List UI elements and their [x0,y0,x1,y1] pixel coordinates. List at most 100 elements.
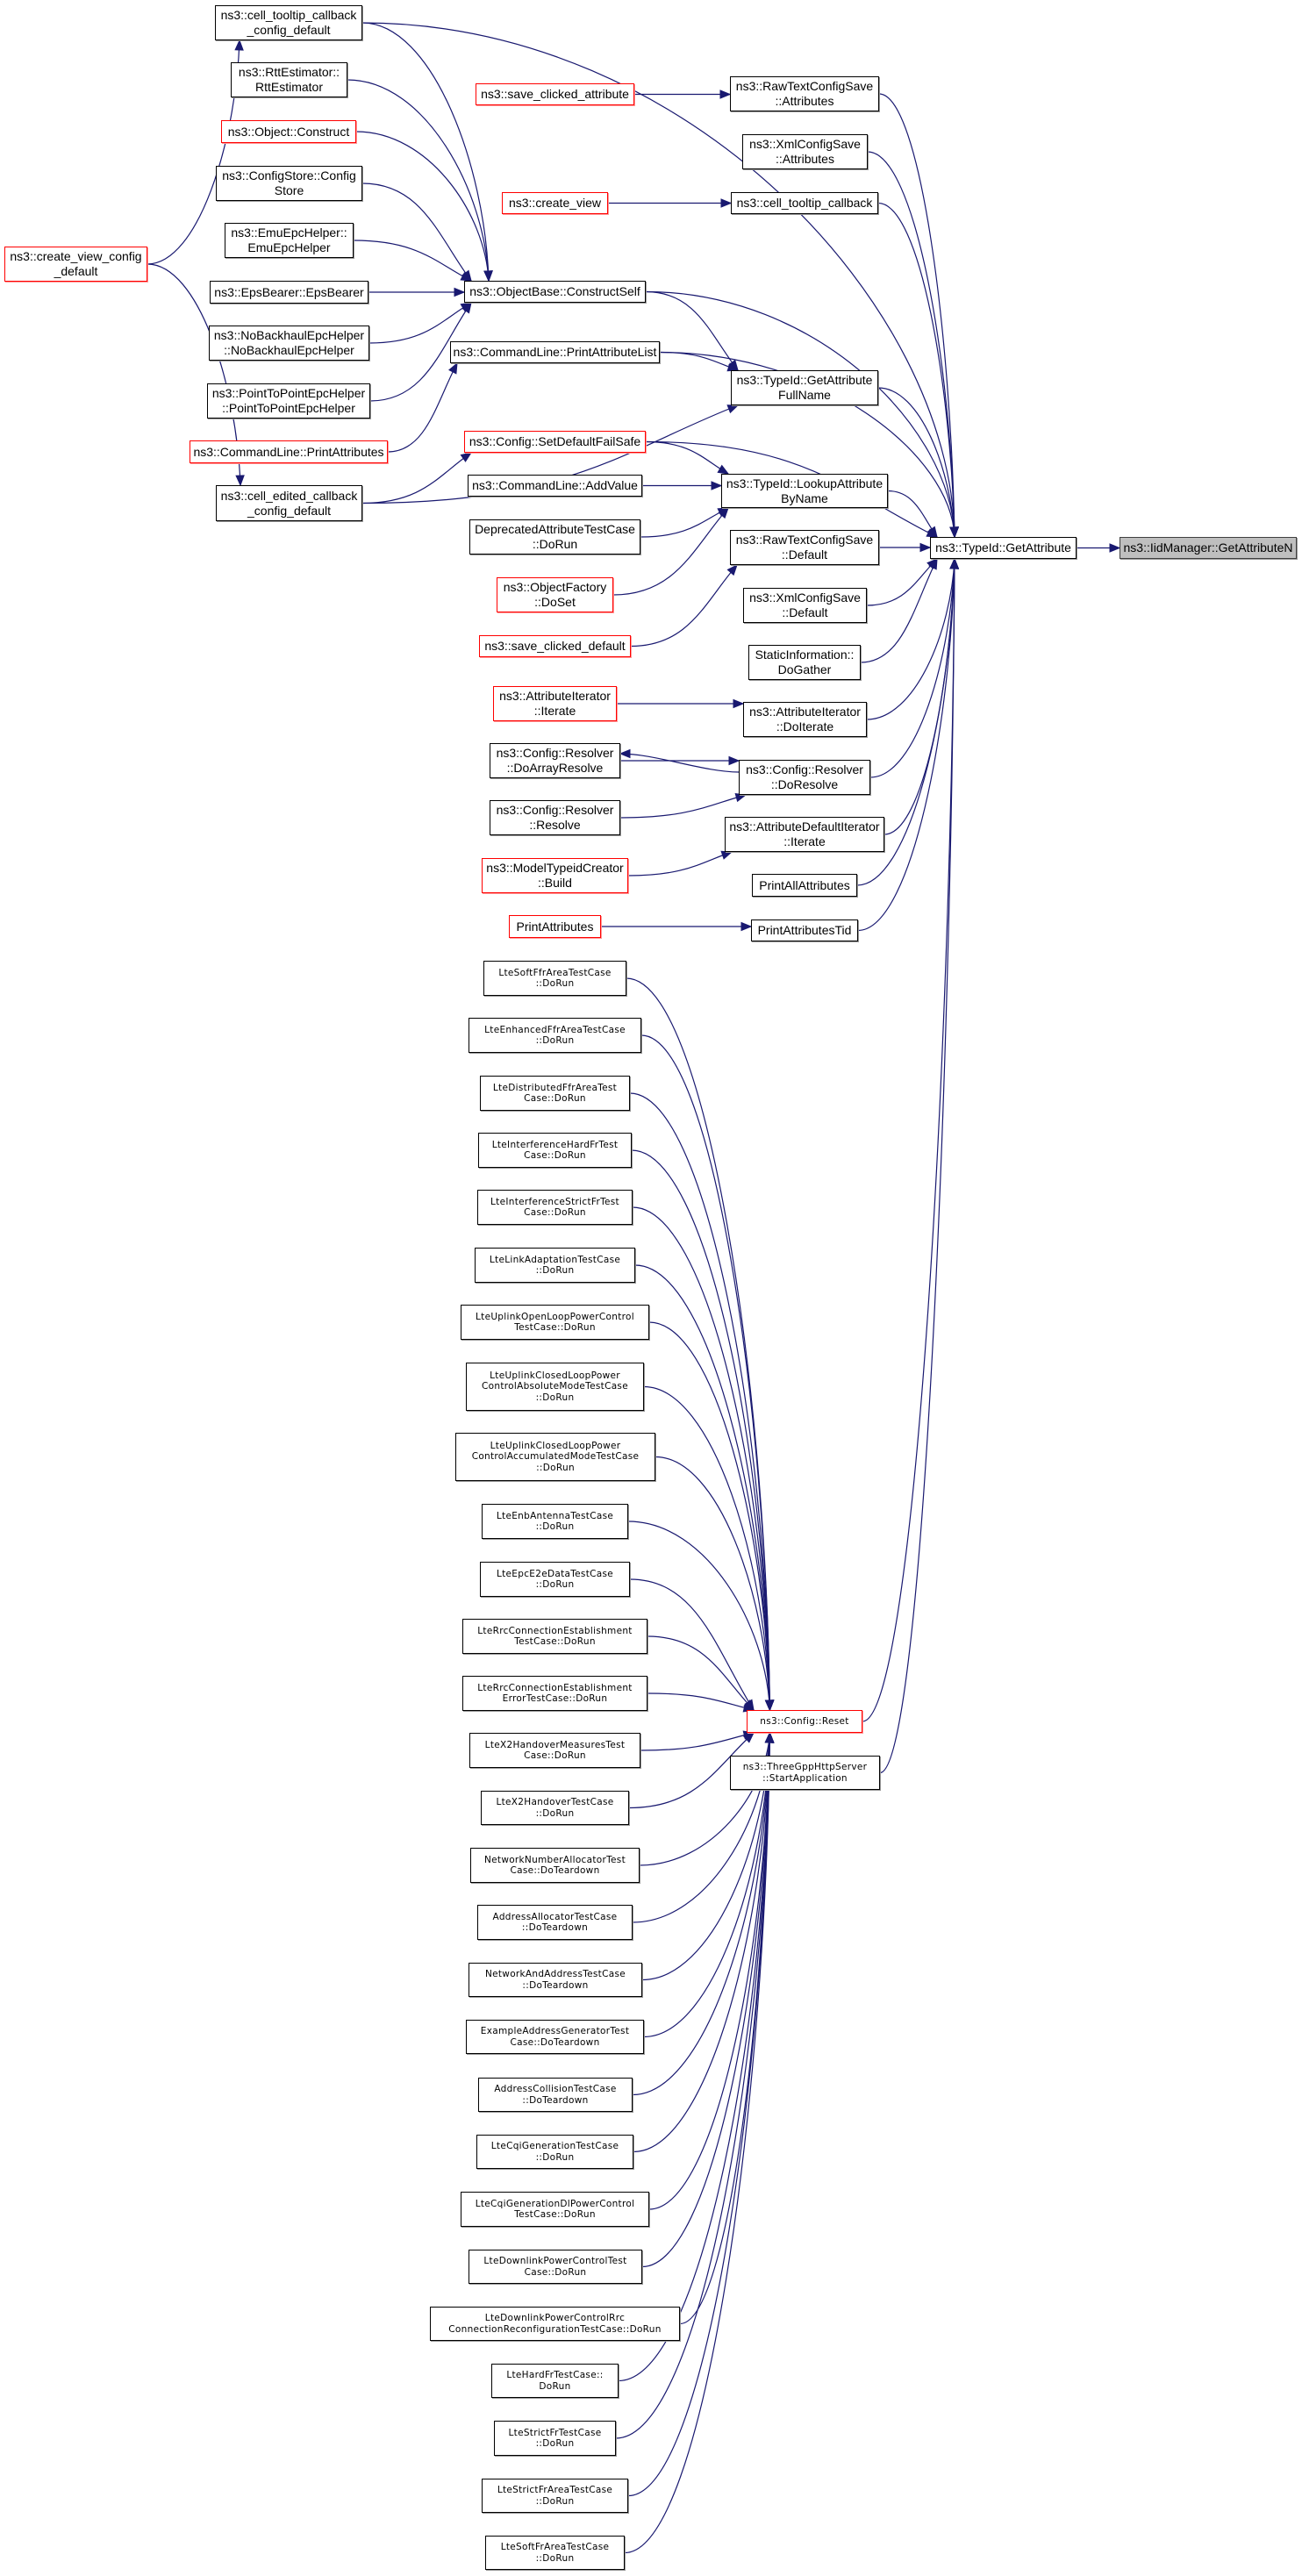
node-l2[interactable]: LteEnhancedFfrAreaTestCase::DoRun [469,1018,641,1053]
node-cs[interactable]: ns3::ObjectBase::ConstructSelf [464,281,646,303]
node-l15[interactable]: LteX2HandoverTestCase::DoRun [481,1791,629,1825]
node-xd[interactable]: ns3::XmlConfigSave::Default [743,588,867,623]
arrowhead-icon [928,557,938,570]
node-emu[interactable]: ns3::EmuEpcHelper::EmuEpcHelper [225,223,354,258]
node-label-line: ns3::Config::Reset [760,1715,849,1727]
arrowhead-icon [740,921,753,932]
node-ga[interactable]: ns3::TypeId::GetAttribute [930,537,1077,559]
node-label-line: LteRrcConnectionEstablishment [477,1682,633,1693]
node-dep[interactable]: DeprecatedAttributeTestCase::DoRun [469,519,640,555]
node-pa[interactable]: PrintAttributes [509,915,601,938]
node-ctc[interactable]: ns3::cell_tooltip_callback [731,192,878,214]
node-label-line: LteUplinkOpenLoopPowerControl [476,1311,634,1322]
node-rtd[interactable]: ns3::RawTextConfigSave::Default [730,530,879,565]
node-objc[interactable]: ns3::Object::Construct [221,120,356,143]
node-l26[interactable]: LteStrictFrTestCase::DoRun [494,2421,616,2456]
node-label-line: ns3::XmlConfigSave [749,590,861,605]
arrowhead-icon [454,287,466,297]
node-ctcd[interactable]: ns3::cell_tooltip_callback_config_defaul… [215,5,362,40]
arrowhead-icon [234,39,244,51]
node-label-line: ErrorTestCase::DoRun [502,1693,608,1704]
node-xa[interactable]: ns3::XmlConfigSave::Attributes [742,134,868,169]
node-l17[interactable]: AddressAllocatorTestCase::DoTeardown [477,1905,633,1940]
node-nobh[interactable]: ns3::NoBackhaulEpcHelper::NoBackhaulEpcH… [209,326,369,361]
node-label-line: ::DoRun [535,1579,575,1590]
node-pal[interactable]: ns3::CommandLine::PrintAttributeList [450,341,660,363]
node-l21[interactable]: LteCqiGenerationTestCase::DoRun [476,2135,633,2169]
node-rtt[interactable]: ns3::RttEstimator::RttEstimator [231,62,347,97]
node-l20[interactable]: AddressCollisionTestCase::DoTeardown [478,2078,633,2112]
node-si[interactable]: StaticInformation::DoGather [748,645,861,680]
edge-paa-to-ga [856,558,955,886]
node-cecd[interactable]: ns3::cell_edited_callback_config_default [216,485,362,521]
node-scd[interactable]: ns3::save_clicked_default [479,635,631,657]
node-sca[interactable]: ns3::save_clicked_attribute [476,83,634,105]
arrowhead-icon [720,198,733,208]
node-p2p[interactable]: ns3::PointToPointEpcHelper::PointToPoint… [207,383,370,419]
node-ofds[interactable]: ns3::ObjectFactory::DoSet [497,577,613,612]
node-reset[interactable]: ns3::Config::Reset [747,1710,862,1733]
node-res[interactable]: ns3::Config::Resolver::Resolve [490,800,620,835]
node-l25[interactable]: LteHardFrTestCase::DoRun [491,2364,619,2398]
node-dit[interactable]: ns3::AttributeIterator::DoIterate [743,702,867,737]
node-dr[interactable]: ns3::Config::Resolver::DoResolve [739,760,870,795]
node-label-line: TestCase::DoRun [514,1636,596,1647]
node-dar[interactable]: ns3::Config::Resolver::DoArrayResolve [490,743,620,778]
arrowhead-icon [726,564,738,576]
node-l6[interactable]: LteLinkAdaptationTestCase::DoRun [475,1248,635,1283]
node-aii[interactable]: ns3::AttributeIterator::Iterate [493,686,617,721]
node-av[interactable]: ns3::CommandLine::AddValue [468,475,642,497]
node-mtc[interactable]: ns3::ModelTypeidCreator::Build [482,858,628,893]
edge-ctc-to-ga [877,202,955,538]
arrowhead-icon [718,507,729,519]
node-label-line: ns3::AttributeDefaultIterator [729,819,880,834]
node-sdfs[interactable]: ns3::Config::SetDefaultFailSafe [464,431,646,453]
node-paa[interactable]: PrintAllAttributes [752,874,857,897]
edge-l5-to-reset [632,1206,770,1711]
node-pat[interactable]: PrintAttributesTid [751,919,858,941]
edge-ctcd-to-cs [361,22,490,282]
node-label-line: _default [54,264,98,278]
node-label-line: ::DoRun [536,1462,575,1473]
node-tgpp[interactable]: ns3::ThreeGppHttpServer::StartApplicatio… [730,1756,880,1790]
node-l27[interactable]: LteStrictFrAreaTestCase::DoRun [482,2479,628,2513]
node-adi[interactable]: ns3::AttributeDefaultIterator::Iterate [725,817,884,852]
node-cv[interactable]: ns3::create_view [502,192,608,214]
node-l10[interactable]: LteEnbAntennaTestCase::DoRun [482,1504,628,1539]
node-gan[interactable]: ns3::IidManager::GetAttributeN [1120,537,1297,559]
node-l28[interactable]: LteSoftFrAreaTestCase::DoRun [485,2536,625,2570]
node-label-line: PrintAttributes [516,919,594,934]
node-cvcd[interactable]: ns3::create_view_config_default [4,247,147,282]
node-l11[interactable]: LteEpcE2eDataTestCase::DoRun [480,1562,630,1597]
edge-emu-to-cs [353,240,472,282]
node-eps[interactable]: ns3::EpsBearer::EpsBearer [210,281,368,304]
node-l1[interactable]: LteSoftFfrAreaTestCase::DoRun [483,961,626,996]
node-label-line: ::NoBackhaulEpcHelper [224,343,354,357]
edge-l14-to-reset [640,1732,755,1751]
node-label-line: ns3::cell_edited_callback [220,488,358,503]
node-label-line: AddressCollisionTestCase [494,2084,617,2094]
node-label-line: TestCase::DoRun [514,2209,596,2220]
node-cmdpa[interactable]: ns3::CommandLine::PrintAttributes [190,440,388,463]
node-rta[interactable]: ns3::RawTextConfigSave::Attributes [730,76,879,111]
node-label-line: ::DoSet [534,595,576,609]
node-l18[interactable]: NetworkAndAddressTestCase::DoTeardown [469,1963,642,1997]
node-label-line: LteInterferenceHardFrTest [491,1139,619,1150]
